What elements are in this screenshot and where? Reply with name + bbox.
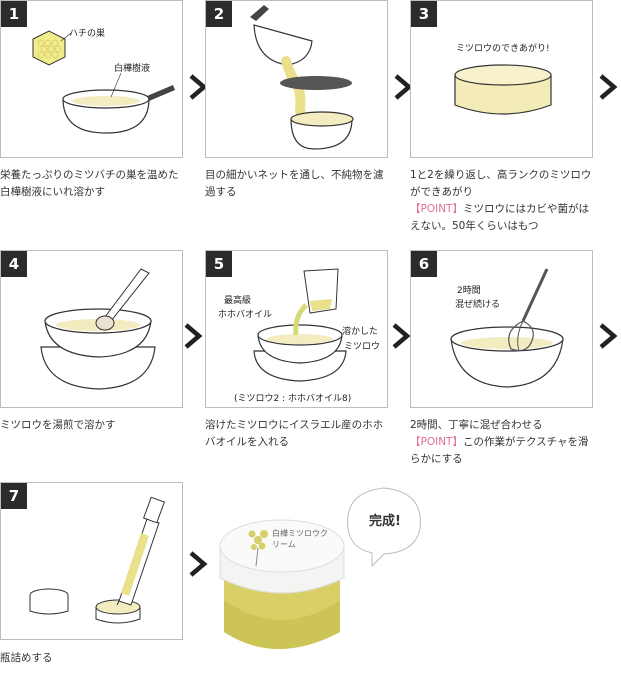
step-number: 6 <box>411 251 437 277</box>
oil-label-1: 最高級 <box>224 296 252 306</box>
step-number: 7 <box>1 483 27 509</box>
point-tag: 【POINT】 <box>410 436 463 448</box>
step-7-caption: 瓶詰めする <box>0 652 53 664</box>
step-number: 1 <box>1 1 27 27</box>
step-3-panel: 3 ミツロウのできあがり! <box>410 0 593 158</box>
wax-label-2: ミツロウ <box>344 342 381 352</box>
step-1-panel: 1 ハチの巣 白樺樹液 <box>0 0 183 158</box>
oil-label-2: ホホバオイル <box>218 310 273 320</box>
arrow-right-icon <box>599 74 618 100</box>
step-3-text: 1と2を繰り返し、高ランクのミツロウができあがり <box>410 169 592 198</box>
arrow-right-icon <box>189 74 208 100</box>
step-4-caption: ミツロウを湯煎で溶かす <box>0 419 116 431</box>
point-text: ミツロウにはカビや菌がはえない。50年くらいはもつ <box>410 203 589 232</box>
step-4-illustration <box>40 268 156 390</box>
done-label: ミツロウのできあがり! <box>456 44 550 54</box>
arrow-right-icon <box>184 323 203 349</box>
step-2-illustration <box>250 5 354 150</box>
step-5-caption: 溶けたミツロウにイスラエル産のホホバオイルを入れる <box>205 419 384 448</box>
step-number: 2 <box>206 1 232 27</box>
step-number: 4 <box>1 251 27 277</box>
step-3-caption: 1と2を繰り返し、高ランクのミツロウができあがり 【POINT】ミツロウにはカビ… <box>410 167 596 235</box>
sap-label: 白樺樹液 <box>114 64 151 74</box>
step-2-panel: 2 <box>205 0 388 158</box>
time-label-1: 2時間 <box>457 286 481 296</box>
step-number: 5 <box>206 251 232 277</box>
step-6-panel: 6 2時間 混ぜ続ける <box>410 250 593 408</box>
step-2-caption: 目の細かいネットを通し、不純物を濾過する <box>205 169 384 198</box>
step-6-caption: 2時間、丁寧に混ぜ合わせる 【POINT】この作業がテクスチャを滑らかにする <box>410 417 596 468</box>
time-label-2: 混ぜ続ける <box>455 300 501 310</box>
jar-label: 白樺ミツロウクリーム <box>272 529 328 549</box>
wax-label-1: 溶かした <box>342 327 379 337</box>
step-6-illustration <box>450 268 564 388</box>
arrow-right-icon <box>189 551 208 577</box>
point-tag: 【POINT】 <box>410 203 463 215</box>
arrow-right-icon <box>394 74 413 100</box>
step-7-panel: 7 <box>0 482 183 640</box>
step-5-illustration <box>253 268 347 382</box>
step-1-illustration <box>32 30 175 134</box>
completion-bubble: 完成! <box>369 514 401 529</box>
step-6-text: 2時間、丁寧に混ぜ合わせる <box>410 419 543 431</box>
ratio-label: (ミツロウ2 : ホホバオイル8) <box>234 394 352 404</box>
arrow-right-icon <box>599 323 618 349</box>
step-1-caption: 栄養たっぷりのミツバチの巣を温めた白樺樹液にいれ溶かす <box>0 169 179 198</box>
arrow-right-icon <box>392 323 411 349</box>
step-4-panel: 4 <box>0 250 183 408</box>
step-number: 3 <box>411 1 437 27</box>
honeycomb-label: ハチの巣 <box>69 29 106 39</box>
point-text: この作業がテクスチャを滑らかにする <box>410 436 589 465</box>
step-3-illustration <box>454 64 552 115</box>
step-5-panel: 5 最高級 ホホバオイル 溶かした ミツロウ (ミツロウ2 : ホホバオイル8) <box>205 250 388 408</box>
step-7-illustration <box>29 496 165 624</box>
